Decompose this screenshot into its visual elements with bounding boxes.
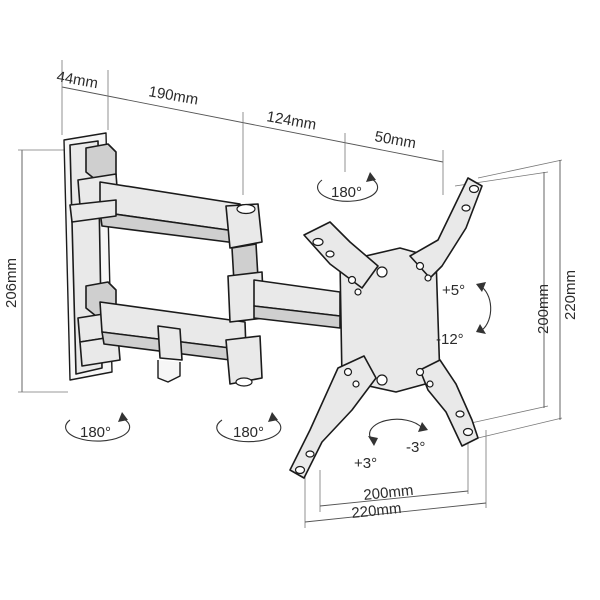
label-vesa-vertical-inner: 200mm [535,284,552,334]
label-vesa-vertical-outer: 220mm [562,270,579,320]
label-vesa-horizontal-inner: 200mm [363,482,415,504]
label-wall-plate-depth: 44mm [55,68,99,92]
vesa-plate [289,177,483,479]
tilt-arrow [476,282,492,334]
label-top-swivel: 180° [331,184,362,201]
rotation-arrow-bottom-left [65,412,131,442]
label-vesa-horizontal-outer: 220mm [351,500,403,522]
top-dimension-lines [61,60,444,195]
label-bottom-left-swivel: 180° [80,424,111,441]
label-height: 206mm [3,258,20,308]
rotation-arrow-bottom-mid [216,412,282,443]
label-tilt-up: +5° [442,282,465,299]
arm-front [253,279,341,329]
label-arm-segment-1: 190mm [147,83,199,108]
label-bottom-mid-swivel: 180° [233,424,264,441]
label-level-minus: -3° [406,439,425,456]
arm-upper [69,181,245,245]
rotation-arrow-top [317,172,379,202]
label-level-plus: +3° [354,455,377,472]
arm-lower [99,301,247,383]
label-arm-segment-2: 124mm [265,108,317,133]
label-tilt-down: -12° [436,331,464,348]
height-dimension-lines [18,149,68,393]
level-arrow [368,418,428,446]
wall-plate [63,132,121,381]
label-arm-segment-3: 50mm [373,128,417,152]
